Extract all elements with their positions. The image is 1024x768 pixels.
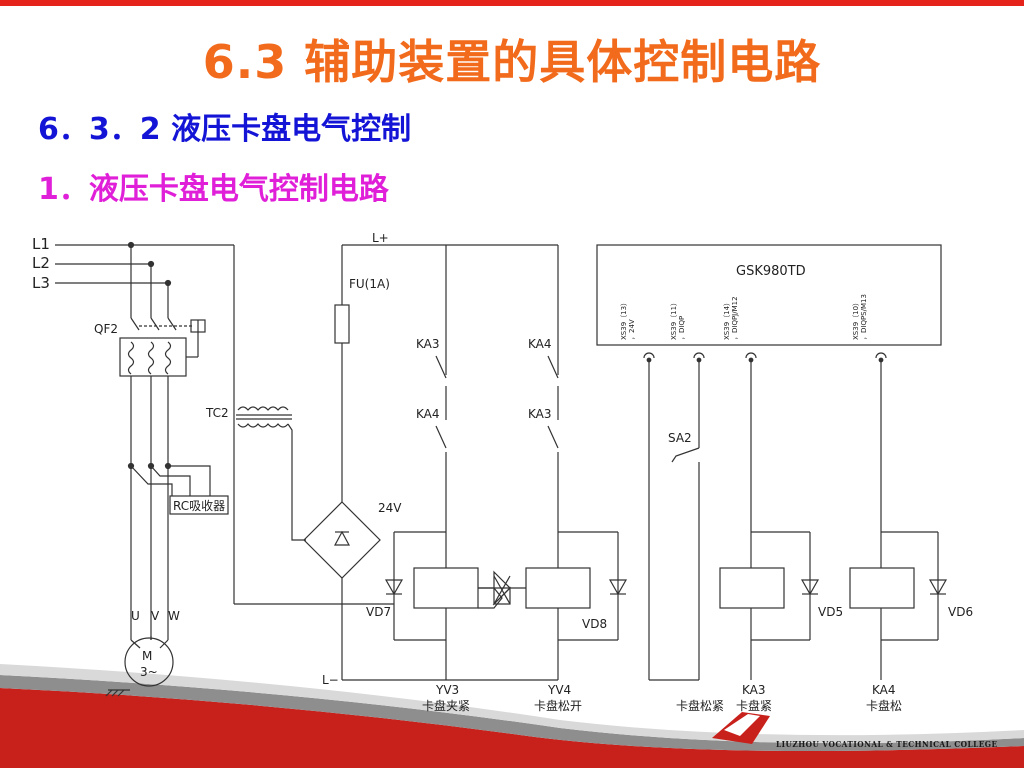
valve-desc: 卡盘松开 [534,698,582,713]
contact-label: KA4 [416,407,440,421]
valve-coil-yv4 [525,567,591,609]
pin-label: ，DIQPJ/M12 [731,296,739,340]
switch-label: SA2 [668,431,692,445]
contact-label: KA3 [416,337,440,351]
phase-label: L1 [32,235,50,253]
breaker-label: QF2 [94,322,118,336]
connector-terminals [643,352,887,363]
terminal-label: W [168,609,180,623]
label-code: KA4 [872,683,896,697]
motor-label: M [142,649,152,663]
pin-label: XS39（13） [620,299,628,340]
terminal-label: V [151,609,160,623]
pin-label: XS39（10） [852,299,860,340]
label-desc: 卡盘紧 [736,698,772,713]
college-logo [712,712,770,744]
section-heading: 1．液压卡盘电气控制电路 [38,172,389,207]
college-name: LIUZHOU VOCATIONAL & TECHNICAL COLLEGE [776,739,998,749]
transformer-label: TC2 [205,406,229,420]
controller-label: GSK980TD [736,264,806,279]
rail-label: L+ [372,231,389,245]
pin-label: ，DIQP [678,316,686,340]
voltage-label: 24V [378,501,402,515]
slide-title: 6.3 辅助装置的具体控制电路 [202,35,822,89]
motor-symbol [124,637,174,687]
transformer-coil [237,406,289,411]
rc-absorber-label: RC吸收器 [173,499,225,513]
label-desc: 卡盘松紧 [676,698,724,713]
relay-coil-ka3 [719,567,785,609]
diode-label: VD6 [948,605,973,619]
diode-label: VD5 [818,605,843,619]
slide-subtitle: 6．3．2 液压卡盘电气控制 [38,112,412,147]
phase-label: L3 [32,274,50,292]
switch-sa2 [671,447,700,463]
fuse-symbol [334,304,350,344]
controller-box [596,244,942,346]
contact-label: KA4 [528,337,552,351]
valve-desc: 卡盘夹紧 [422,698,470,713]
contact-label: KA3 [528,407,552,421]
label-code: KA3 [742,683,766,697]
bridge-rectifier [303,501,381,579]
label-desc: 卡盘松 [866,698,902,713]
pin-label: ，24V [628,319,636,340]
pin-label: XS39（14） [723,299,731,340]
relay-coil-ka4 [849,567,915,609]
motor-sub: 3~ [140,665,158,679]
fuse-label: FU(1A) [349,277,390,291]
diode-label: VD8 [582,617,607,631]
phase-label: L2 [32,254,50,272]
valve-coil-yv3 [413,567,479,609]
pin-label: XS39（11） [670,299,678,340]
ground-icon [105,689,130,697]
diode-label: VD7 [366,605,391,619]
terminal-label: U [131,609,140,623]
top-accent-bar [0,0,1024,6]
valve-code: YV4 [547,683,571,697]
pin-label: ，DIQPS/M13 [860,294,868,340]
breaker-qf2 [119,317,206,377]
rail-label: L− [322,673,339,687]
valve-code: YV3 [435,683,459,697]
